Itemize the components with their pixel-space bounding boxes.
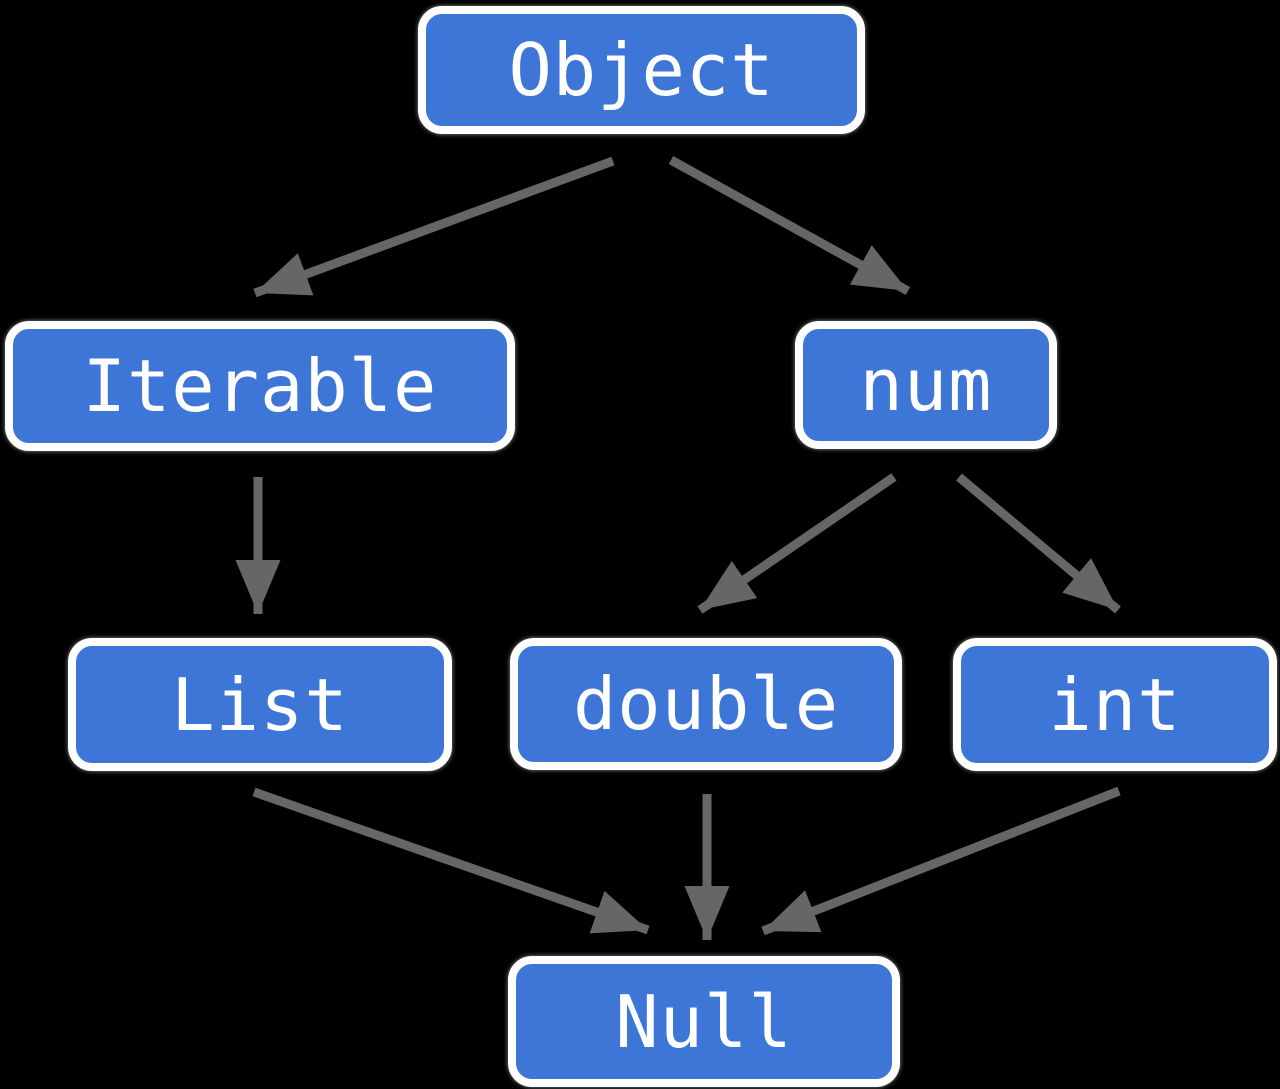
edge-object-iterable: [253, 156, 615, 298]
node-double: double: [510, 638, 902, 770]
edge-list-null: [252, 787, 650, 935]
node-object: Object: [418, 6, 865, 134]
node-iterable: Iterable: [5, 321, 515, 451]
edge-int-null: [761, 786, 1121, 936]
edge-num-int: [956, 473, 1121, 614]
edge-object-num: [668, 156, 911, 295]
edge-num-double: [697, 473, 897, 614]
node-null: Null: [508, 956, 900, 1087]
node-list: List: [68, 638, 452, 771]
node-int: int: [953, 638, 1277, 771]
node-num: num: [795, 321, 1057, 449]
